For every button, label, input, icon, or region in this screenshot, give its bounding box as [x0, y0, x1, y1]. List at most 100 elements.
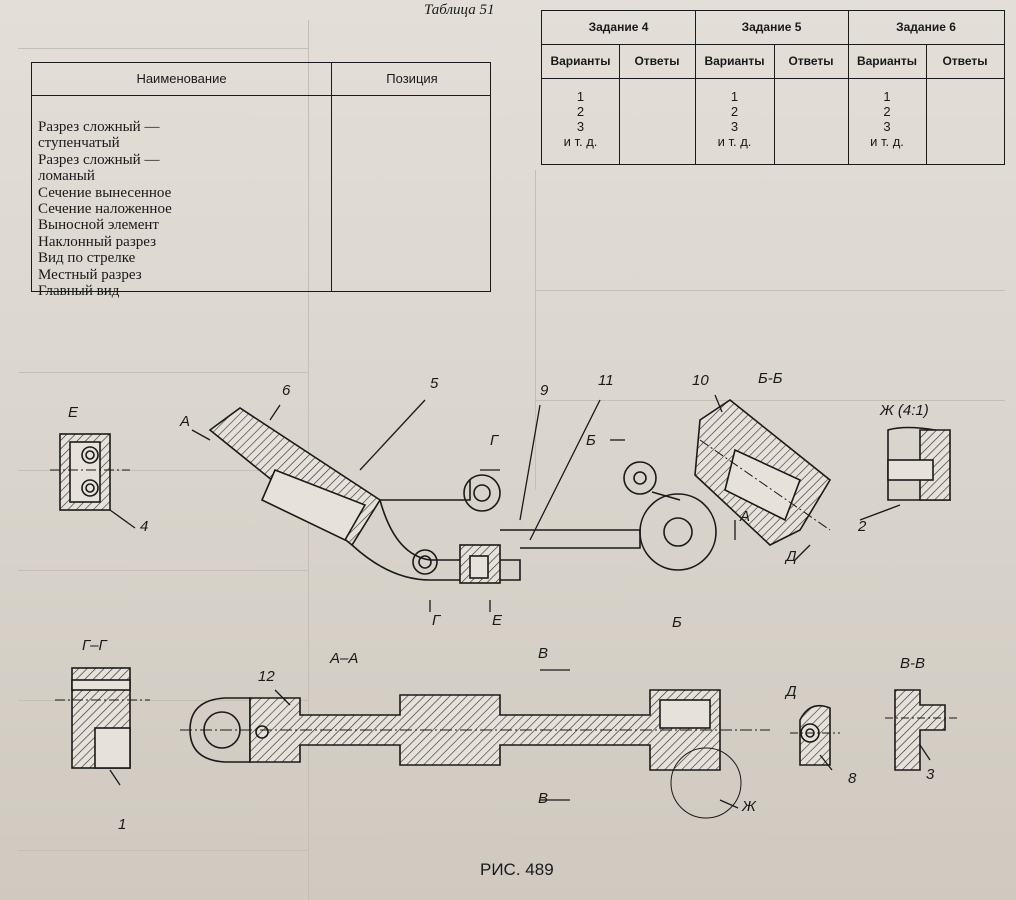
view-d [790, 704, 840, 766]
list-item: Главный вид [38, 283, 120, 300]
ghost-rule [18, 850, 308, 851]
label-cut-g: Г [432, 612, 441, 629]
tasks-row-divider [542, 78, 1004, 79]
tasks-table: Задание 4 Задание 5 Задание 6 Варианты О… [541, 10, 1005, 165]
position-12: 12 [258, 668, 275, 685]
header-position: Позиция [386, 71, 438, 86]
detail-zh [887, 426, 951, 501]
label-section-a-a: А–А [330, 650, 359, 667]
label-cut-a: А [180, 413, 191, 430]
label-cut-b: Б [672, 614, 682, 631]
position-4: 4 [140, 518, 149, 535]
ghost-rule [18, 470, 308, 471]
value: 3 [576, 119, 585, 134]
label-section-v-v: В-В [900, 655, 926, 672]
table-51: Наименование Позиция Разрез сложный — ст… [31, 62, 491, 299]
table-51-header [32, 63, 490, 96]
answers-header: Ответы [634, 54, 680, 68]
label-cut-b: Б [586, 432, 596, 449]
position-9: 9 [540, 382, 549, 399]
list-item: ступенчатый [38, 135, 120, 152]
tasks-col-divider [695, 11, 696, 164]
ghost-rule [535, 400, 1005, 401]
tasks-row-divider [542, 44, 1004, 45]
value: 2 [883, 104, 891, 119]
section-b-b [694, 399, 832, 546]
ghost-rule [18, 700, 308, 701]
position-8: 8 [848, 770, 857, 787]
variants-values: 1 2 3 и т. д. [542, 89, 619, 149]
section-a-a [180, 689, 770, 819]
position-1: 1 [118, 816, 127, 833]
label-section-b-b: Б-Б [758, 370, 783, 387]
answers-header: Ответы [942, 54, 988, 68]
table-51-items: Разрез сложный — ступенчатый Разрез слож… [38, 119, 172, 299]
section-g-g [55, 667, 150, 769]
list-item: Вид по стрелке [38, 250, 136, 267]
tasks-subcol-divider [619, 45, 620, 164]
variants-values: 1 2 3 и т. д. [848, 89, 926, 149]
value: 1 [576, 89, 585, 104]
variants-header: Варианты [856, 54, 918, 68]
label-cut-v: В [538, 645, 549, 662]
position-10: 10 [692, 372, 709, 389]
value: и т. д. [717, 134, 752, 149]
table-51-divider [331, 63, 332, 291]
view-e-detail [50, 433, 130, 511]
tasks-col-divider [848, 11, 849, 164]
variants-values: 1 2 3 и т. д. [695, 89, 774, 149]
position-6: 6 [282, 382, 291, 399]
tasks-subcol-divider [926, 45, 927, 164]
value: и т. д. [870, 134, 904, 149]
list-item: Разрез сложный — [38, 151, 160, 168]
tasks-subcol-divider [774, 45, 775, 164]
variants-header: Варианты [704, 54, 765, 68]
label-section-g-g: Г–Г [82, 637, 107, 654]
figure-caption: РИС. 489 [480, 860, 554, 879]
task-6-header: Задание 6 [896, 20, 956, 34]
list-item: Выносной элемент [38, 217, 159, 234]
value: 2 [730, 104, 739, 119]
header-name: Наименование [136, 71, 227, 86]
list-item: Местный разрез [38, 266, 142, 283]
position-2: 2 [858, 518, 867, 535]
section-v-v [885, 689, 960, 771]
answers-header: Ответы [788, 54, 834, 68]
ghost-rule [18, 570, 308, 571]
main-view-lever [208, 407, 717, 584]
ghost-rule [535, 290, 1005, 291]
leader-lines [109, 394, 931, 809]
label-view-d: Д [786, 683, 797, 700]
value: 3 [730, 119, 739, 134]
label-detail-zh-marker: Ж [742, 798, 756, 815]
list-item: Сечение вынесенное [38, 184, 172, 201]
list-item: ломаный [38, 168, 95, 185]
value: 1 [883, 89, 891, 104]
value: 1 [730, 89, 739, 104]
task-4-header: Задание 4 [588, 20, 649, 34]
value: 3 [883, 119, 891, 134]
value: и т. д. [563, 134, 598, 149]
ghost-rule [535, 170, 536, 490]
label-arrow-d: Д [786, 548, 797, 565]
list-item: Разрез сложный — [38, 119, 160, 135]
ghost-rule [18, 48, 308, 49]
table-caption: Таблица 51 [424, 2, 495, 18]
label-cut-g: Г [490, 432, 499, 449]
label-cut-a: А [740, 508, 751, 525]
list-item: Сечение наложенное [38, 201, 172, 218]
position-5: 5 [430, 375, 439, 392]
ghost-rule [18, 372, 308, 373]
label-detail-zh: Ж (4:1) [880, 402, 929, 419]
label-arrow-e: Е [492, 612, 503, 629]
position-3: 3 [926, 766, 935, 783]
task-5-header: Задание 5 [741, 20, 802, 34]
variants-header: Варианты [550, 54, 611, 68]
label-view-e: Е [68, 404, 79, 421]
label-cut-v: В [538, 790, 549, 807]
position-11: 11 [598, 372, 614, 389]
list-item: Наклонный разрез [38, 233, 157, 250]
value: 2 [576, 104, 585, 119]
